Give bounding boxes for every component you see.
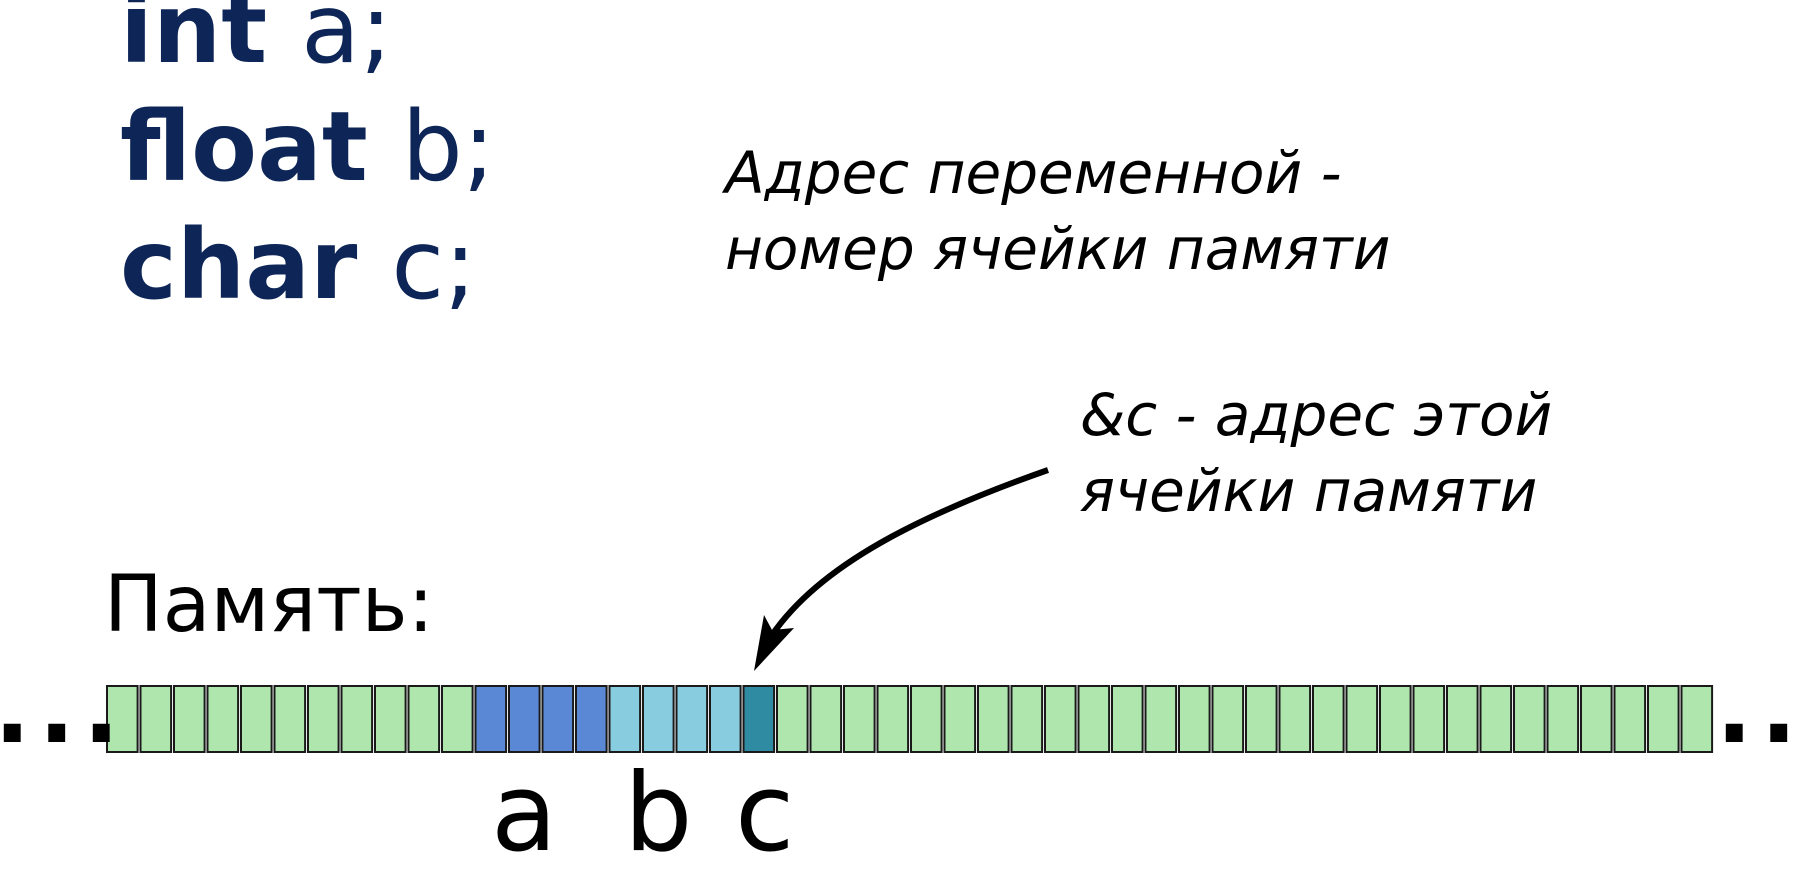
- memory-cell-free: [776, 685, 809, 753]
- memory-cell-free: [1580, 685, 1613, 753]
- memory-cell-a: [508, 685, 541, 753]
- code-line-float: float b;: [120, 88, 495, 206]
- label-a: a: [491, 751, 558, 876]
- var-decl-c: c;: [391, 209, 477, 321]
- memory-cell-free: [1513, 685, 1546, 753]
- ampersand-note: &c - адрес этой ячейки памяти: [1080, 381, 1553, 525]
- ellipsis-right: ...: [1716, 653, 1812, 765]
- memory-cell-free: [1680, 685, 1714, 753]
- code-block: int a; float b; char c;: [120, 0, 495, 324]
- memory-label: Память:: [104, 560, 434, 650]
- memory-cell-free: [1044, 685, 1077, 753]
- memory-cell-free: [1412, 685, 1446, 753]
- memory-cell-free: [1379, 685, 1412, 753]
- memory-cell-free: [809, 685, 843, 753]
- memory-cell-free: [1278, 685, 1312, 753]
- memory-cell-free: [1010, 685, 1044, 753]
- keyword-float: float: [120, 91, 368, 203]
- memory-cell-free: [977, 685, 1010, 753]
- memory-cell-free: [1446, 685, 1479, 753]
- memory-cell-free: [943, 685, 977, 753]
- memory-cell-free: [273, 685, 307, 753]
- memory-cell-free: [407, 685, 441, 753]
- memory-cell-b: [709, 685, 742, 753]
- memory-cell-free: [106, 685, 139, 753]
- var-decl-b: b;: [401, 91, 496, 203]
- memory-cell-a: [575, 685, 608, 753]
- memory-cell-b: [675, 685, 709, 753]
- memory-cell-free: [1345, 685, 1379, 753]
- label-b: b: [624, 751, 693, 876]
- memory-cell-c: [742, 685, 776, 753]
- memory-cell-free: [240, 685, 273, 753]
- memory-cell-free: [1245, 685, 1278, 753]
- memory-cell-free: [173, 685, 206, 753]
- memory-cell-free: [206, 685, 240, 753]
- memory-cell-free: [1178, 685, 1211, 753]
- code-line-char: char c;: [120, 206, 495, 324]
- memory-cell-free: [1479, 685, 1513, 753]
- address-note: Адрес переменной - номер ячейки памяти: [725, 139, 1391, 283]
- memory-cell-a: [474, 685, 508, 753]
- keyword-int: int: [120, 0, 268, 85]
- memory-cell-free: [876, 685, 910, 753]
- memory-cell-free: [307, 685, 340, 753]
- label-c: c: [735, 751, 795, 876]
- ellipsis-left: ...: [0, 653, 127, 765]
- memory-cell-free: [1312, 685, 1345, 753]
- memory-cell-free: [374, 685, 407, 753]
- memory-cell-free: [1211, 685, 1245, 753]
- memory-cell-free: [441, 685, 474, 753]
- memory-cell-b: [608, 685, 642, 753]
- pointer-arrow: [769, 467, 1049, 637]
- code-line-int: int a;: [120, 0, 495, 88]
- var-decl-a: a;: [301, 0, 393, 85]
- memory-cell-free: [139, 685, 173, 753]
- memory-cell-free: [340, 685, 374, 753]
- memory-cell-free: [843, 685, 876, 753]
- memory-cell-b: [642, 685, 675, 753]
- memory-cell-a: [541, 685, 575, 753]
- pointer-arrow-head: [754, 615, 794, 671]
- memory-diagram: ... ...: [0, 467, 1812, 765]
- memory-cell-free: [1647, 685, 1680, 753]
- memory-cells: [106, 685, 1714, 753]
- memory-cell-free: [1613, 685, 1647, 753]
- memory-cell-free: [1077, 685, 1111, 753]
- memory-cell-free: [1546, 685, 1580, 753]
- memory-cell-free: [1111, 685, 1144, 753]
- keyword-char: char: [120, 209, 358, 321]
- memory-cell-free: [1144, 685, 1178, 753]
- memory-cell-free: [910, 685, 943, 753]
